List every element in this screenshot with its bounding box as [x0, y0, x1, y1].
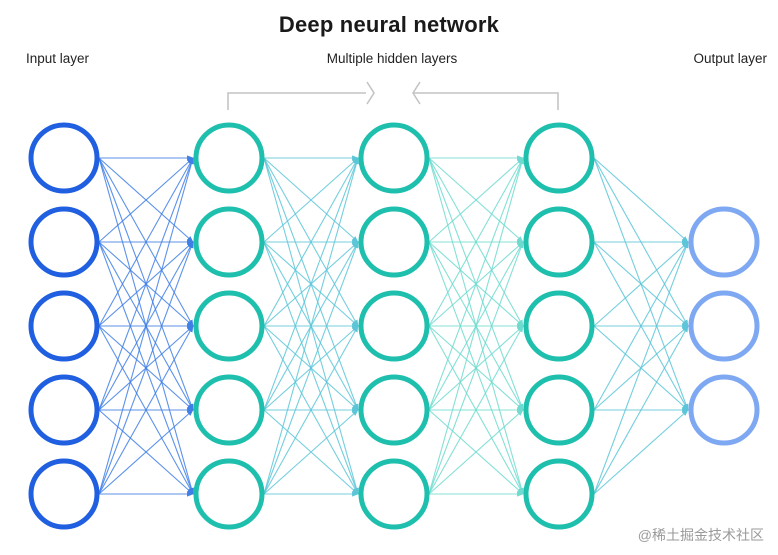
node-hidden-1-3: [193, 290, 265, 362]
node-input-5: [28, 458, 100, 530]
input-layer-label: Input layer: [26, 51, 90, 66]
connection-input-3-to-hidden-1-1: [98, 157, 194, 327]
connection-hidden-3-4-to-output-1: [593, 241, 689, 411]
node-hidden-3-2: [523, 206, 595, 278]
connection-input-4-to-hidden-1-1: [98, 157, 194, 411]
node-hidden-3-4: [523, 374, 595, 446]
node-hidden-1-2: [193, 206, 265, 278]
connection-input-2-to-hidden-1-1: [98, 157, 194, 243]
node-hidden-3-1: [523, 122, 595, 194]
node-hidden-2-3: [358, 290, 430, 362]
connection-hidden-1-5-to-hidden-2-3: [263, 325, 359, 495]
node-input-2: [28, 206, 100, 278]
node-hidden-2-5: [358, 458, 430, 530]
connection-hidden-1-2-to-hidden-2-1: [263, 157, 359, 243]
node-hidden-3-5: [523, 458, 595, 530]
node-hidden-2-2: [358, 206, 430, 278]
node-output-1: [688, 206, 760, 278]
connection-hidden-1-4-to-hidden-2-1: [263, 157, 359, 411]
node-hidden-3-3: [523, 290, 595, 362]
nodes: [28, 122, 760, 530]
connection-hidden-2-4-to-hidden-3-1: [428, 157, 524, 411]
connection-input-5-to-hidden-1-2: [98, 241, 194, 495]
node-hidden-1-4: [193, 374, 265, 446]
connection-hidden-3-3-to-output-1: [593, 241, 689, 327]
connection-hidden-2-5-to-hidden-3-4: [428, 409, 524, 495]
bracket-break-left: [366, 81, 375, 105]
connection-input-5-to-hidden-1-4: [98, 409, 194, 495]
connection-hidden-2-2-to-hidden-3-1: [428, 157, 524, 243]
watermark: @稀土掘金技术社区: [637, 527, 764, 543]
node-hidden-2-4: [358, 374, 430, 446]
connection-hidden-1-5-to-hidden-2-1: [263, 157, 359, 495]
node-input-1: [28, 122, 100, 194]
connection-hidden-1-5-to-hidden-2-4: [263, 409, 359, 495]
connection-hidden-3-5-to-output-2: [593, 325, 689, 495]
connection-hidden-1-3-to-hidden-2-1: [263, 157, 359, 327]
node-output-3: [688, 374, 760, 446]
connection-input-5-to-hidden-1-3: [98, 325, 194, 495]
hidden-layers-bracket: [227, 81, 559, 110]
node-input-3: [28, 290, 100, 362]
connection-hidden-3-5-to-output-3: [593, 409, 689, 495]
connection-hidden-2-5-to-hidden-3-2: [428, 241, 524, 495]
output-layer-label: Output layer: [693, 51, 767, 66]
diagram-title: Deep neural network: [278, 12, 500, 37]
connection-hidden-2-5-to-hidden-3-1: [428, 157, 524, 495]
node-input-4: [28, 374, 100, 446]
bracket-break-right: [412, 81, 421, 105]
node-output-2: [688, 290, 760, 362]
connection-hidden-1-5-to-hidden-2-2: [263, 241, 359, 495]
hidden-layers-label: Multiple hidden layers: [326, 51, 458, 66]
connections: [98, 155, 689, 497]
connection-input-5-to-hidden-1-1: [98, 157, 194, 495]
node-hidden-2-1: [358, 122, 430, 194]
connection-hidden-3-5-to-output-1: [593, 241, 689, 495]
node-hidden-1-5: [193, 458, 265, 530]
connection-hidden-2-3-to-hidden-3-1: [428, 157, 524, 327]
connection-hidden-2-5-to-hidden-3-3: [428, 325, 524, 495]
bracket-line: [227, 92, 559, 110]
node-hidden-1-1: [193, 122, 265, 194]
connection-hidden-3-1-to-output-1: [593, 157, 689, 243]
